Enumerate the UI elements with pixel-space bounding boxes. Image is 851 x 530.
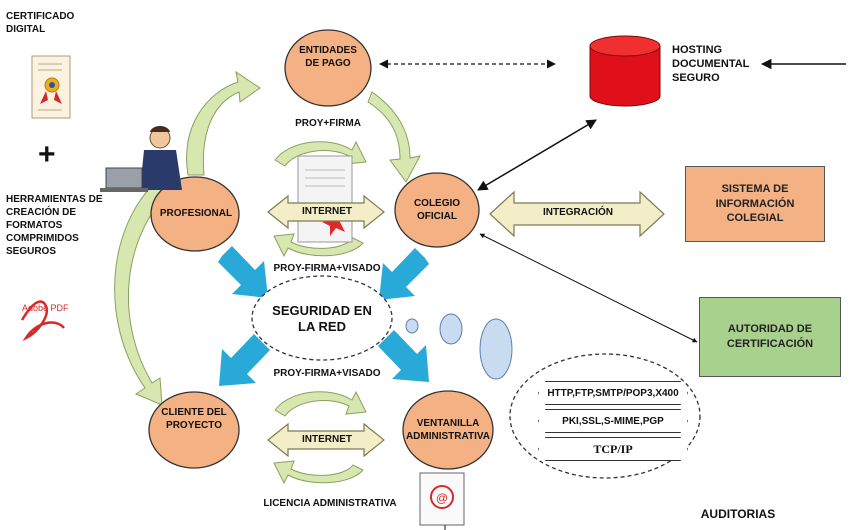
adobe-pdf-label: Adobe PDF (22, 303, 69, 313)
node-profesional-circle (150, 176, 240, 252)
proy-firma-visado-top-label: PROY-FIRMA+VISADO (273, 263, 381, 274)
plus-sign: + (38, 138, 56, 171)
integracion-arrow (489, 190, 665, 238)
hosting-label: HOSTING DOCUMENTAL SEGURO (672, 44, 750, 84)
protocols-ellipse (509, 353, 701, 479)
autoridad-certificacion-box[interactable]: AUTORIDAD DE CERTIFICACIÓN (699, 297, 841, 377)
node-colegio-circle (394, 172, 480, 248)
internet-bottom-label: INTERNET (302, 434, 352, 445)
internet-arrow-top (267, 194, 385, 230)
blue-arrows (218, 246, 429, 386)
internet-top-label: INTERNET (302, 206, 352, 217)
herramientas-label: HERRAMIENTAS DE CREACIÓN DE FORMATOS COM… (6, 194, 103, 257)
person-laptop-icon (100, 126, 182, 192)
certificate-icon (31, 55, 71, 119)
node-cliente[interactable]: CLIENTE DEL PROYECTO (161, 407, 227, 431)
node-entidades-circle (284, 29, 372, 107)
svg-text:@: @ (436, 491, 448, 505)
pdf-document-icon: @ (419, 472, 465, 526)
protocol-row-1: HTTP,FTP,SMTP/POP3,X400 (538, 381, 688, 405)
adobe-pdf-icon (20, 300, 65, 342)
node-entidades[interactable]: ENTIDADES DE PAGO (299, 45, 357, 69)
hosting-database-icon (589, 35, 661, 107)
seguridad-ellipse (251, 275, 393, 361)
flow-swirls (273, 140, 367, 485)
seguridad-label: SEGURIDAD EN LA RED (272, 303, 372, 335)
colegio-autoridad-connector (479, 233, 698, 343)
sistema-informacion-box[interactable]: SISTEMA DE INFORMACIÓN COLEGIAL (685, 166, 825, 242)
proy-firma-visado-bottom-label: PROY-FIRMA+VISADO (273, 368, 381, 379)
node-cliente-circle (148, 391, 240, 469)
integracion-label: INTEGRACIÓN (543, 207, 613, 218)
protocol-row-2: PKI,SSL,S-MIME,PGP (538, 409, 688, 433)
document-icon (297, 155, 353, 243)
auditorias-label: AUDITORIAS (700, 507, 776, 521)
node-colegio[interactable]: COLEGIO OFICIAL (413, 198, 461, 222)
node-ventanilla-circle (402, 390, 494, 470)
certificado-label: CERTIFICADO DIGITAL (6, 11, 75, 35)
node-profesional[interactable]: PROFESIONAL (159, 208, 233, 219)
internet-arrow-bottom (267, 422, 385, 458)
licencia-label: LICENCIA ADMINISTRATIVA (263, 498, 397, 509)
hosting-colegio-connector (477, 119, 597, 191)
protocol-row-3: TCP/IP (538, 437, 688, 461)
node-ventanilla[interactable]: VENTANILLA ADMINISTRATIVA (405, 418, 491, 442)
proy-firma-label: PROY+FIRMA (295, 118, 361, 129)
